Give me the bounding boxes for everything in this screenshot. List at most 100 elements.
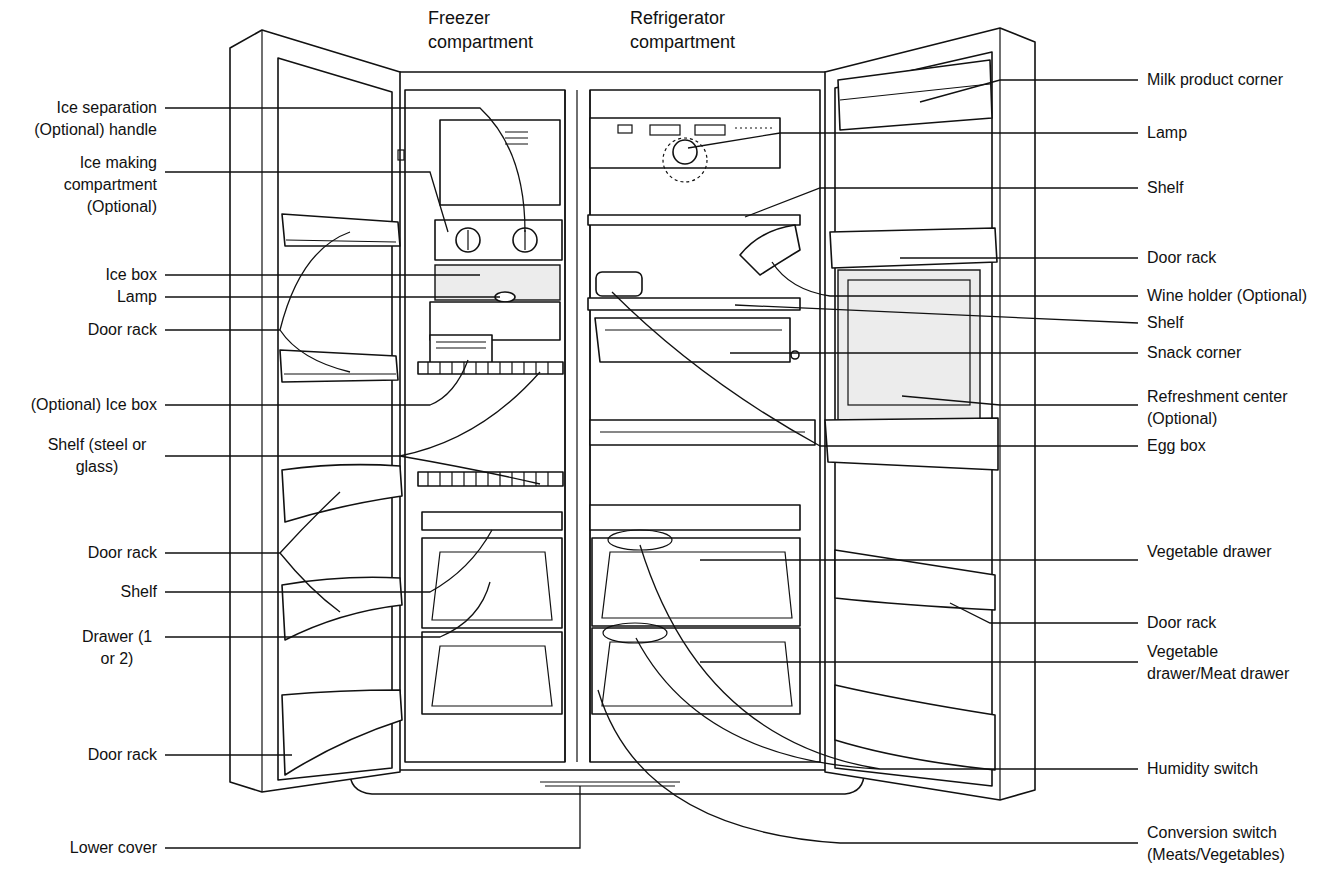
part-label: Door rack bbox=[7, 319, 157, 341]
door-rack bbox=[282, 465, 402, 522]
leader-line bbox=[165, 582, 490, 637]
part-label: Shelf bbox=[1147, 312, 1337, 334]
freezer-drawer bbox=[422, 632, 562, 714]
part-label: Door rack bbox=[7, 744, 157, 766]
leader-line bbox=[612, 292, 1138, 446]
panel-dots bbox=[735, 127, 775, 128]
door-edge bbox=[261, 30, 262, 792]
center-divider bbox=[565, 90, 590, 762]
egg-box bbox=[596, 272, 642, 296]
shelf-edge bbox=[600, 431, 805, 432]
door-liner bbox=[278, 58, 392, 780]
part-label: Shelf bbox=[1147, 177, 1337, 199]
leader-line bbox=[636, 545, 1138, 769]
part-label: Shelf bbox=[7, 581, 157, 603]
ice-box-grid bbox=[436, 342, 486, 348]
lamp-cover bbox=[663, 138, 707, 182]
drawer-front bbox=[602, 552, 792, 618]
freezer-interior bbox=[405, 90, 565, 762]
leader-line bbox=[165, 530, 492, 592]
leader-line bbox=[165, 754, 292, 755]
door-rack bbox=[282, 577, 402, 640]
leader-line bbox=[920, 80, 1138, 102]
drawer-front bbox=[602, 642, 792, 706]
part-label: Ice making compartment (Optional) bbox=[45, 152, 157, 218]
part-label: Door rack bbox=[1147, 247, 1337, 269]
drawer-front bbox=[432, 552, 552, 620]
panel-button bbox=[695, 125, 725, 135]
leader-line bbox=[700, 559, 1138, 560]
leader-line bbox=[165, 492, 340, 612]
drawer-front bbox=[432, 646, 552, 706]
knob-mark bbox=[468, 230, 525, 250]
snack-lip bbox=[605, 329, 782, 330]
part-label: Conversion switch (Meats/Vegetables) bbox=[1147, 822, 1297, 866]
part-label: (Optional) Ice box bbox=[7, 394, 157, 416]
leader-line bbox=[950, 603, 1138, 623]
door-rack bbox=[835, 550, 995, 610]
leader-line bbox=[165, 172, 448, 232]
part-label: Ice separation (Optional) handle bbox=[7, 97, 157, 141]
door-rack bbox=[280, 350, 398, 382]
leader-line bbox=[735, 305, 1138, 323]
part-label: Vegetable drawer bbox=[1147, 541, 1337, 563]
part-label: Lamp bbox=[1147, 122, 1337, 144]
part-label: Door rack bbox=[1147, 612, 1337, 634]
refreshment-center bbox=[838, 270, 980, 420]
part-label: Shelf (steel or glass) bbox=[37, 434, 157, 478]
freezer-door bbox=[230, 30, 400, 792]
cabinet bbox=[395, 72, 830, 770]
shelf-knob bbox=[791, 351, 799, 359]
leader-line bbox=[165, 360, 468, 405]
control-panel bbox=[590, 118, 780, 168]
part-label: Lamp bbox=[7, 286, 157, 308]
panel-button bbox=[650, 125, 680, 135]
leader-line bbox=[165, 786, 580, 848]
leader-line bbox=[598, 690, 1138, 843]
leader-line bbox=[700, 661, 1138, 662]
leader-line bbox=[900, 257, 1138, 258]
leader-line bbox=[772, 262, 1138, 296]
milk-lid bbox=[840, 84, 990, 100]
door-rack bbox=[825, 418, 998, 470]
fridge-lamp bbox=[673, 140, 697, 164]
door-edge bbox=[999, 28, 1000, 800]
leader-line bbox=[165, 372, 540, 484]
part-label: Ice box bbox=[7, 264, 157, 286]
leader-line bbox=[165, 274, 480, 275]
fridge-shelf bbox=[588, 215, 800, 225]
milk-corner bbox=[838, 60, 992, 130]
wire-shelf bbox=[418, 472, 563, 486]
vegetable-drawer bbox=[592, 538, 800, 626]
leader-line bbox=[165, 108, 525, 232]
compartment-heading: Refrigerator compartment bbox=[630, 6, 770, 54]
leader-line bbox=[688, 133, 1138, 148]
door-rack bbox=[282, 690, 402, 775]
ice-making-compartment bbox=[435, 220, 562, 260]
part-label: Refreshment center (Optional) bbox=[1147, 386, 1307, 430]
wire-hatch bbox=[428, 362, 548, 374]
part-label: Humidity switch bbox=[1147, 758, 1337, 780]
part-label: Snack corner bbox=[1147, 342, 1337, 364]
drawer-cover bbox=[590, 505, 800, 530]
rack-lip bbox=[284, 373, 396, 374]
part-label: Drawer (1 or 2) bbox=[77, 626, 157, 670]
freezer-drawer bbox=[422, 538, 562, 628]
door-rack bbox=[282, 214, 400, 246]
refreshment-inner bbox=[848, 280, 970, 405]
leader-line bbox=[902, 396, 1138, 405]
part-label: Milk product corner bbox=[1147, 69, 1337, 91]
door-rack bbox=[830, 228, 997, 268]
compartment-heading: Freezer compartment bbox=[428, 6, 558, 54]
meat-drawer bbox=[592, 628, 800, 714]
wire-hatch bbox=[428, 472, 548, 486]
part-label: Lower cover bbox=[7, 837, 157, 859]
switch-highlight bbox=[603, 623, 667, 643]
door-switch bbox=[398, 150, 404, 160]
panel-display bbox=[618, 125, 632, 133]
rack-lip bbox=[286, 240, 396, 242]
wire-shelf bbox=[418, 362, 563, 374]
